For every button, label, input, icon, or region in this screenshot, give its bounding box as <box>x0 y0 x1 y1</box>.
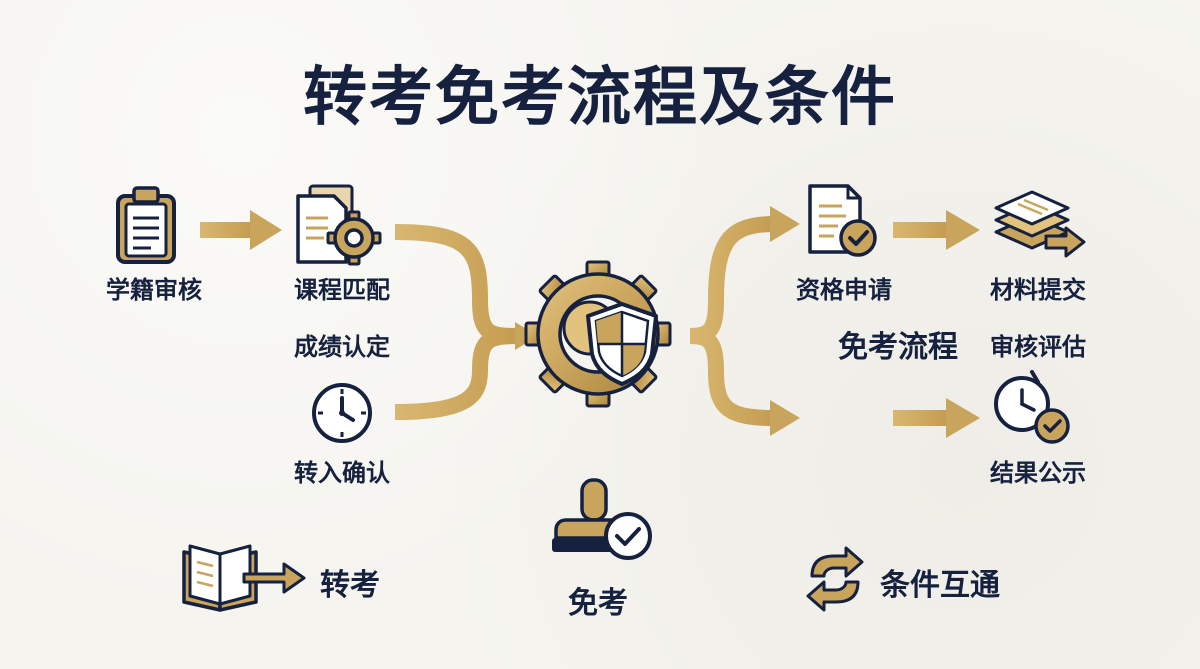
merge-bracket-left <box>394 224 521 420</box>
swap-arrows-icon <box>806 546 864 612</box>
node-label-review-assess: 审核评估 <box>990 333 1086 361</box>
stamp-check-icon <box>552 478 652 560</box>
legend-label-mutual: 条件互通 <box>880 568 1000 603</box>
node-label-exemption-process: 免考流程 <box>838 330 958 365</box>
page-title: 转考免考流程及条件 <box>303 61 897 135</box>
node-label-status-review: 学籍审核 <box>106 276 202 304</box>
node-label-result-publish: 结果公示 <box>990 459 1086 487</box>
legend-label-exemption: 免考 <box>568 586 628 621</box>
node-label-transfer-confirm: 转入确认 <box>294 459 390 487</box>
node-label-qualification-apply: 资格申请 <box>796 276 892 304</box>
legend-label-transfer: 转考 <box>320 568 380 603</box>
central-gear-shield-icon <box>524 260 672 408</box>
stacked-papers-icon <box>994 190 1086 258</box>
arrow-to-result <box>893 398 980 438</box>
document-gear-icon <box>296 184 382 266</box>
split-arrow-head-bottom <box>770 400 800 436</box>
open-book-arrow-icon <box>182 544 306 612</box>
document-check-icon <box>808 184 877 257</box>
node-label-course-match: 课程匹配 <box>294 276 390 304</box>
split-arrow-head-top <box>770 206 800 242</box>
arrow-status-to-course <box>200 210 282 250</box>
clock-icon <box>312 383 372 443</box>
connector-arrows <box>200 206 980 438</box>
node-label-grade-recognition: 成绩认定 <box>294 333 390 361</box>
timer-check-icon <box>994 370 1070 444</box>
node-label-material-submit: 材料提交 <box>990 276 1086 304</box>
split-bracket-right <box>689 216 776 426</box>
arrow-qualification-to-material <box>893 210 980 250</box>
clipboard-icon <box>116 186 176 264</box>
